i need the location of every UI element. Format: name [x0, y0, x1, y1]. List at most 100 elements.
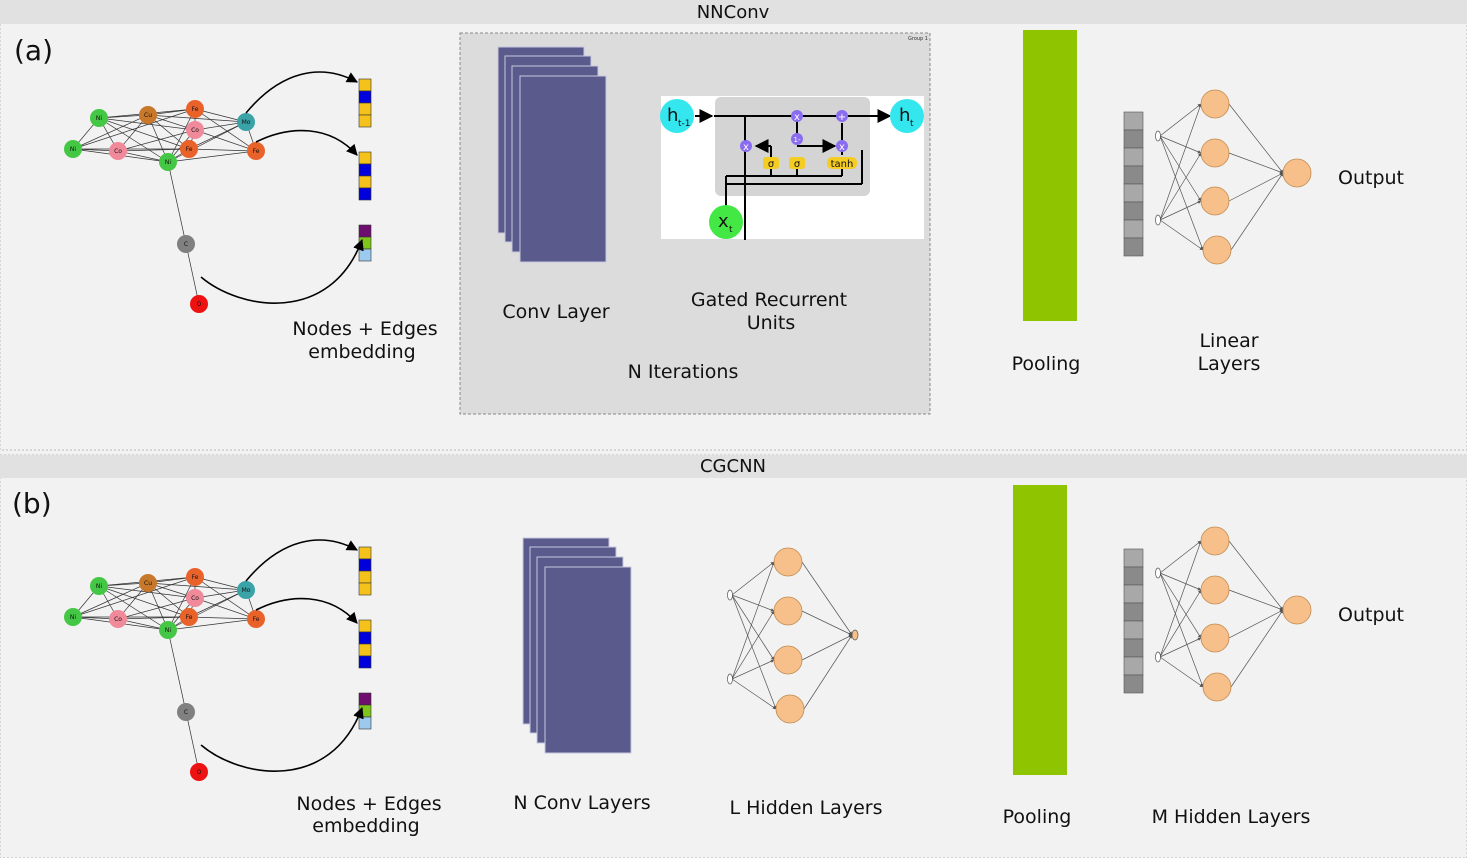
- hidden-edge: [731, 594, 775, 612]
- feature-cell: [358, 716, 372, 730]
- gru-plus: +: [838, 112, 846, 123]
- mlp-edge: [1159, 200, 1202, 221]
- atom-node-co2: [186, 121, 204, 139]
- atom-node-fe3: [247, 142, 265, 160]
- gru-h-prev: h: [667, 105, 678, 126]
- mlp-edge: [1228, 152, 1284, 174]
- mlp-edge: [1159, 135, 1204, 251]
- feature-cell: [358, 570, 372, 584]
- feature-cell: [358, 187, 372, 201]
- mlp-edge: [1159, 572, 1204, 688]
- graph-edge: [98, 585, 196, 599]
- graph-edge: [167, 161, 187, 245]
- mlp-edge: [1159, 135, 1202, 154]
- graph-edge: [194, 129, 257, 152]
- atom-node-c: [177, 235, 195, 253]
- panel-a-tag: (a): [14, 34, 53, 67]
- node-feature-fe: [358, 619, 372, 669]
- node-feature-mo: [358, 546, 372, 596]
- atom-node-mo: [237, 581, 255, 599]
- mlp-edge: [1159, 540, 1202, 658]
- mlp-edge: [1159, 103, 1202, 221]
- panel-b-title: CGCNN: [700, 456, 766, 477]
- feature-cell: [358, 582, 372, 596]
- mlp-hidden-neuron: [1200, 526, 1230, 556]
- graph-edge: [167, 108, 196, 163]
- atom-label-co1: Co: [114, 616, 122, 623]
- atom-label-co1: Co: [114, 148, 122, 155]
- gru-x-sub: t: [729, 225, 733, 235]
- atom-label-fe2: Fe: [186, 614, 193, 621]
- pooling-bar-a: [1023, 30, 1077, 321]
- graph-edge: [167, 576, 196, 631]
- hidden-edge: [731, 561, 775, 680]
- atom-label-o: O: [197, 769, 202, 776]
- atom-label-ni1: Ni: [96, 583, 102, 590]
- graph-edge: [98, 117, 169, 163]
- mlp-edge: [1159, 103, 1202, 137]
- atom-label-ni1: Ni: [96, 115, 102, 122]
- atom-node-fe2: [180, 140, 198, 158]
- mlp-hidden-neuron: [1200, 138, 1230, 168]
- m-hidden-layers-network: [1123, 526, 1312, 702]
- graph-edge: [72, 582, 149, 618]
- panel-b-header: [0, 455, 1467, 478]
- gru-mult-candidate: x: [839, 142, 845, 153]
- feature-cell: [358, 558, 372, 572]
- hidden-edge: [801, 634, 853, 661]
- feature-cell: [358, 102, 372, 116]
- graph-edge: [167, 589, 247, 631]
- hidden-edge: [801, 610, 853, 636]
- atom-label-ni2: Ni: [70, 614, 76, 621]
- mlp-output-neuron: [1282, 595, 1312, 625]
- mlp-edge: [1159, 572, 1202, 639]
- pooled-vector-cell: [1123, 183, 1144, 203]
- output-label-b: Output: [1338, 604, 1404, 626]
- atom-label-cu: Cu: [144, 112, 152, 119]
- pooled-vector-cell: [1123, 638, 1144, 658]
- panel-a-header: [0, 0, 1467, 24]
- mlp-edge: [1159, 152, 1202, 221]
- mlp-input-node: [1155, 130, 1161, 142]
- gru-h-next-sub: t: [910, 119, 914, 129]
- feature-cell: [358, 619, 372, 633]
- atom-node-o: [190, 763, 208, 781]
- atom-node-cu: [139, 574, 157, 592]
- mlp-input-node: [1155, 214, 1161, 226]
- pooled-vector-cell: [1123, 111, 1144, 131]
- pooled-vector-cell: [1123, 620, 1144, 640]
- embed-arrow-node-1: [245, 539, 358, 582]
- mlp-edge: [1159, 135, 1202, 202]
- gru-h-next: h: [899, 105, 910, 126]
- graph-edge: [194, 597, 257, 620]
- gru-label-line2: Units: [747, 312, 796, 334]
- mlp-edge: [1228, 609, 1284, 639]
- mlp-edge: [1228, 172, 1284, 202]
- pooled-vector-cell: [1123, 656, 1144, 676]
- linear-layers-network: [1123, 89, 1312, 265]
- gru-label-line1: Gated Recurrent: [691, 289, 847, 311]
- pooled-vector-cell: [1123, 129, 1144, 149]
- feature-cell: [358, 78, 372, 92]
- mlp-edge: [1230, 172, 1284, 251]
- hidden-edge: [731, 594, 777, 710]
- graph-edge: [117, 616, 190, 620]
- graph-edge: [147, 582, 247, 591]
- atom-label-ni3: Ni: [165, 627, 171, 634]
- feature-cell: [358, 643, 372, 657]
- graph-edge: [188, 616, 257, 620]
- feature-vectors-b: [200, 539, 372, 772]
- graph-edge: [117, 148, 190, 152]
- pooled-vector-cell: [1123, 548, 1144, 568]
- panel-a-title: NNConv: [697, 2, 770, 23]
- node-feature-mo: [358, 78, 372, 128]
- mlp-hidden-neuron: [1200, 623, 1230, 653]
- feature-cell: [358, 90, 372, 104]
- feature-cell: [358, 692, 372, 706]
- gru-sigma-update: σ: [794, 159, 801, 170]
- mlp-hidden-neuron: [1202, 672, 1232, 702]
- hidden-edge: [731, 594, 775, 661]
- pooled-vector-cell: [1123, 584, 1144, 604]
- mlp-edge: [1230, 609, 1284, 688]
